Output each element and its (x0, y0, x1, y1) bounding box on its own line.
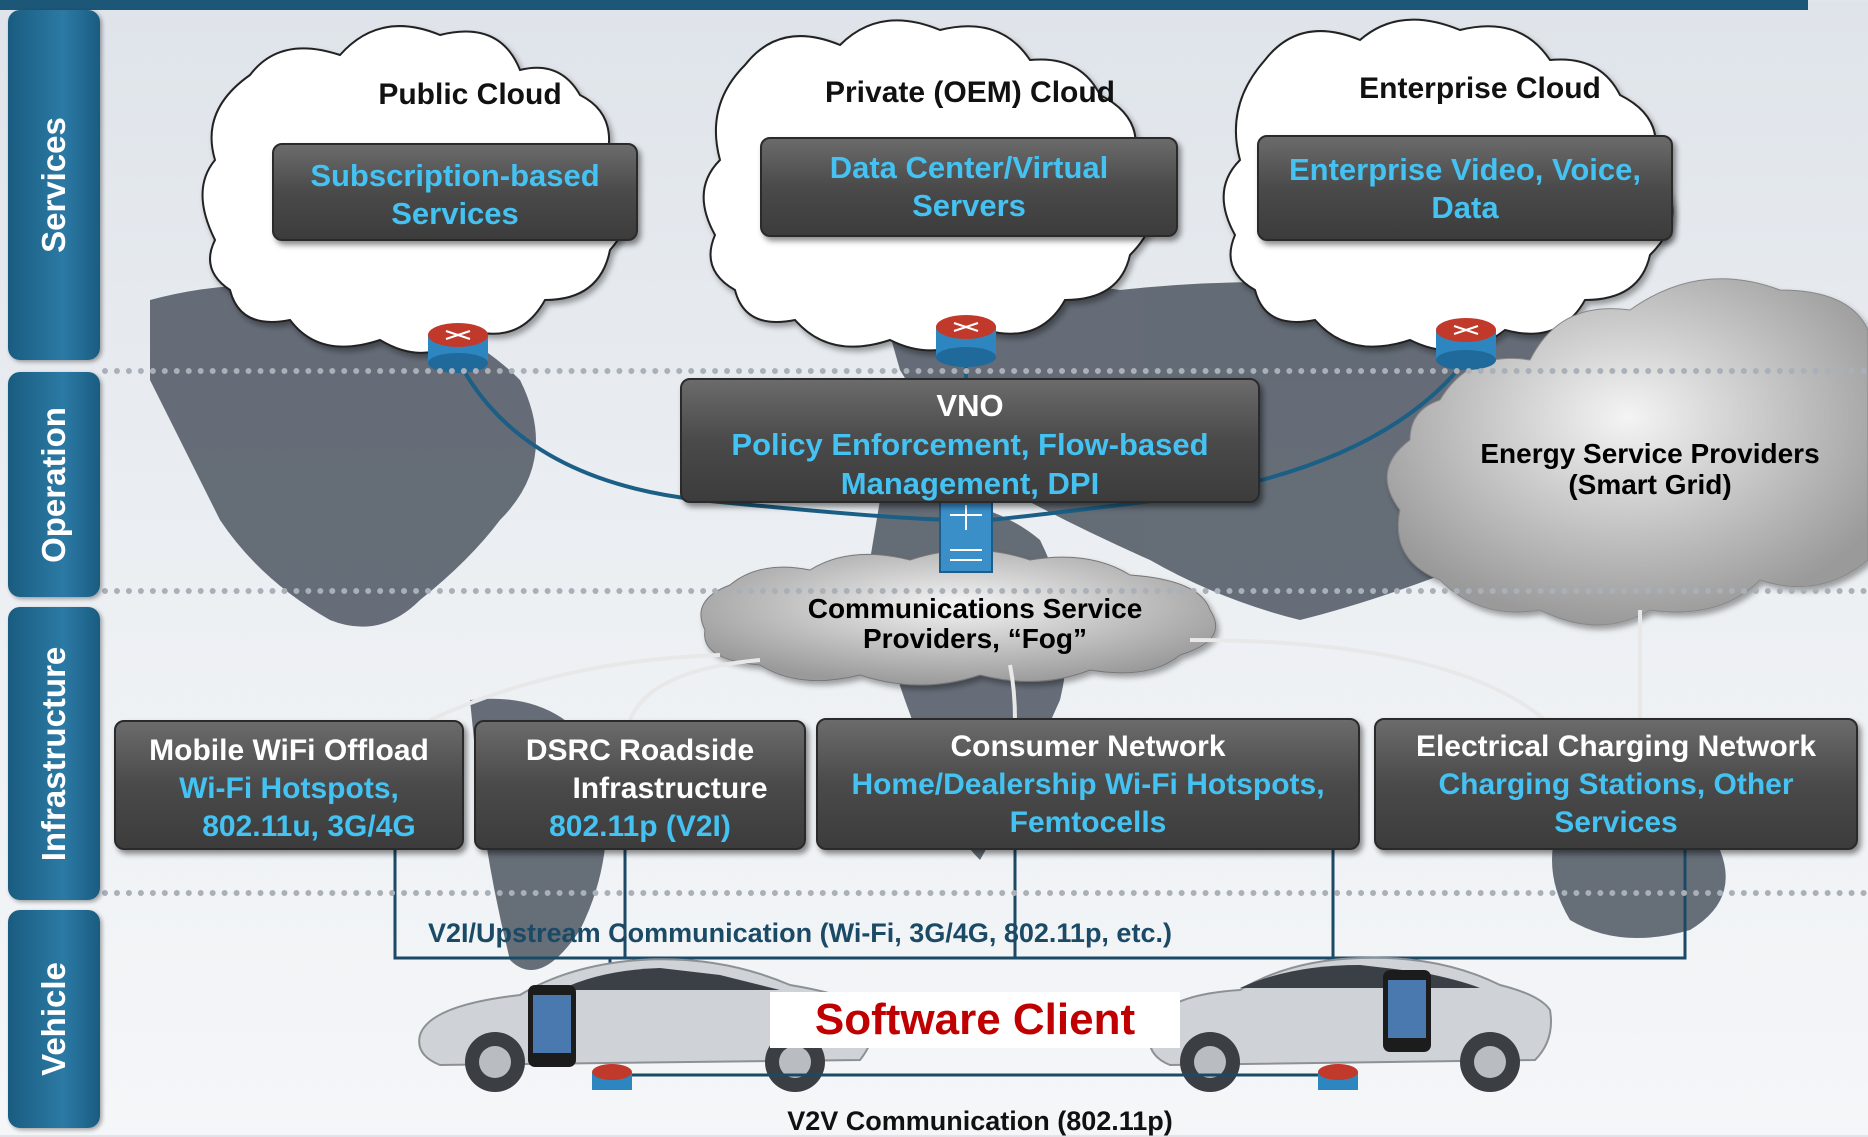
dsrc-line1: 802.11p (V2I) (549, 810, 731, 843)
fog-connection-lines (429, 610, 1642, 722)
v2i-label: V2I/Upstream Communication (Wi-Fi, 3G/4G… (428, 918, 1172, 948)
phone-icon-right (1383, 970, 1431, 1052)
electrical-charging-box[interactable]: Electrical Charging Network Charging Sta… (1374, 718, 1858, 850)
energy-line2: (Smart Grid) (1568, 469, 1732, 500)
vno-box[interactable]: VNO Policy Enforcement, Flow-based Manag… (680, 378, 1260, 503)
fog-line2: Providers, “Fog” (862, 623, 1088, 654)
enterprise-cloud-title: Enterprise Cloud (1359, 72, 1601, 105)
mobile-wifi-offload-box[interactable]: Mobile WiFi Offload Wi-Fi Hotspots, 802.… (114, 720, 464, 850)
lane-infrastructure: Infrastructure (8, 607, 100, 900)
lane-vehicle: Vehicle (8, 910, 100, 1128)
data-center-box[interactable]: Data Center/Virtual Servers (760, 137, 1178, 237)
lane-services: Services (8, 10, 100, 360)
subscription-services-box[interactable]: Subscription-based Services (272, 143, 638, 241)
energy-line1: Energy Service Providers (1480, 438, 1820, 469)
data-center-text: Data Center/Virtual Servers (829, 150, 1109, 223)
top-bar (0, 0, 1808, 10)
consumer-network-box[interactable]: Consumer Network Home/Dealership Wi-Fi H… (816, 718, 1360, 850)
fog-label: Communications Service Providers, “Fog” (760, 594, 1190, 654)
software-client-label: Software Client (770, 992, 1180, 1048)
dsrc-roadside-box[interactable]: DSRC Roadside Infrastructure 802.11p (V2… (474, 720, 806, 850)
charging-title: Electrical Charging Network (1415, 730, 1817, 763)
lane-operation: Operation (8, 372, 100, 597)
vno-line2: Management, DPI (840, 466, 1100, 501)
mobile-wifi-title: Mobile WiFi Offload (149, 734, 429, 767)
enterprise-services-text: Enterprise Video, Voice, Data (1288, 152, 1642, 225)
phone-icon-left (528, 985, 576, 1067)
lane-vehicle-label: Vehicle (35, 962, 72, 1076)
vno-line1: Policy Enforcement, Flow-based (731, 427, 1209, 462)
lane-operation-label: Operation (35, 406, 72, 563)
public-cloud-title: Public Cloud (378, 78, 562, 111)
lane-infrastructure-label: Infrastructure (35, 646, 72, 861)
v2v-label: V2V Communication (802.11p) (787, 1106, 1173, 1136)
dsrc-title2: Infrastructure (572, 772, 768, 805)
subscription-services-text: Subscription-based Services (310, 158, 600, 231)
private-cloud-title: Private (OEM) Cloud (824, 76, 1116, 109)
consumer-line1: Home/Dealership Wi-Fi Hotspots, (851, 768, 1325, 801)
separator-services-operation (102, 368, 1868, 374)
mobile-wifi-line2: 802.11u, 3G/4G (202, 810, 416, 843)
dsrc-title: DSRC Roadside (525, 734, 755, 767)
energy-providers-label: Energy Service Providers (Smart Grid) (1440, 438, 1860, 500)
car-router-icon-left (592, 1064, 632, 1090)
switch-icon (939, 499, 993, 573)
router-icon-private (936, 315, 996, 367)
car-router-icon-right (1318, 1064, 1358, 1090)
router-icon-public (428, 323, 488, 373)
charging-line1: Charging Stations, Other (1438, 768, 1794, 801)
vno-title: VNO (936, 388, 1004, 423)
router-icon-enterprise (1436, 318, 1496, 370)
consumer-line2: Femtocells (1009, 806, 1167, 839)
charging-line2: Services (1554, 806, 1678, 839)
fog-cloud-shape (700, 549, 1217, 686)
fog-line1: Communications Service (807, 593, 1143, 624)
consumer-title: Consumer Network (950, 730, 1226, 763)
enterprise-services-box[interactable]: Enterprise Video, Voice, Data (1257, 135, 1673, 241)
mobile-wifi-line1: Wi-Fi Hotspots, (179, 772, 399, 805)
lane-services-label: Services (35, 117, 72, 253)
separator-infrastructure-vehicle (102, 890, 1868, 896)
car-right-icon (1148, 956, 1552, 1092)
separator-operation-infrastructure (102, 588, 1868, 594)
